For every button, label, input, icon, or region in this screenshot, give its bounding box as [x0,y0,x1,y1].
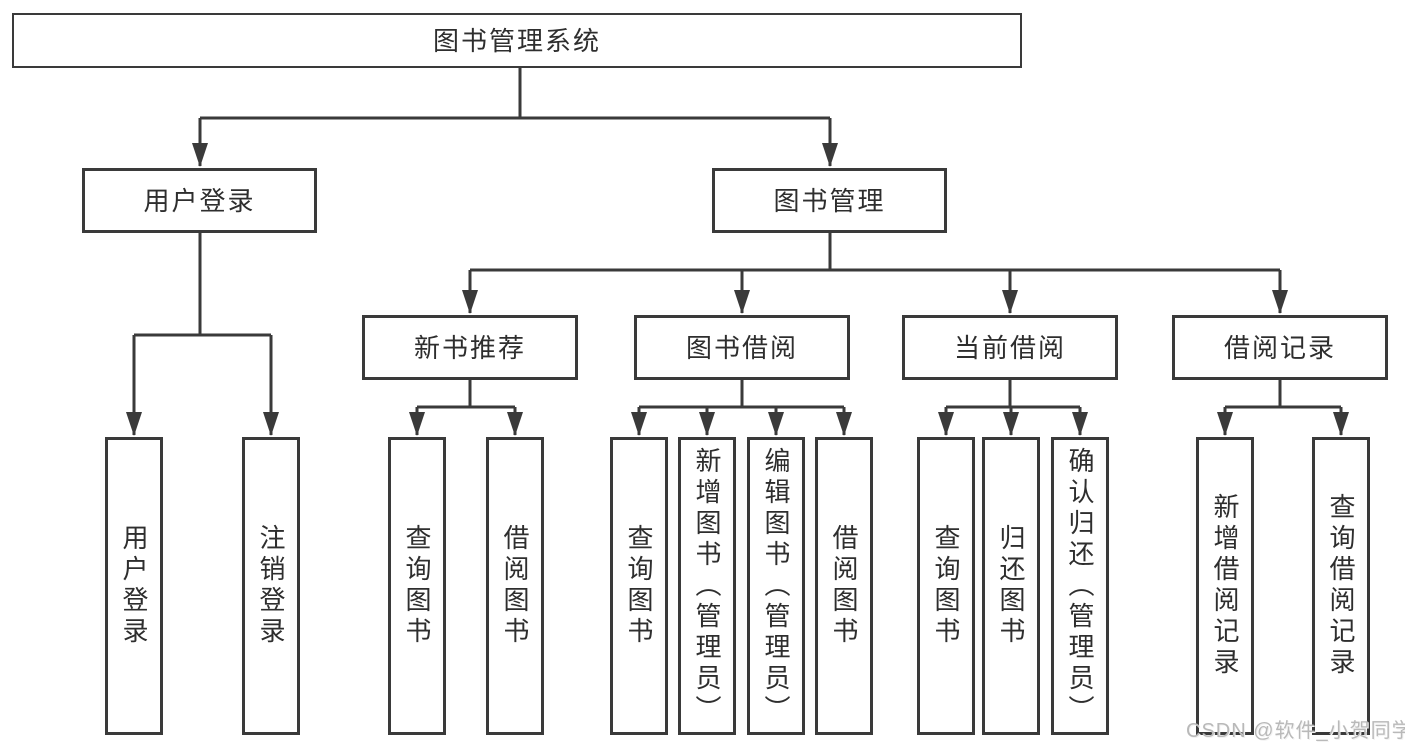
leaf-nb-query-books: 查询图书 [388,437,446,735]
node-user-login: 用户登录 [82,168,317,233]
leaf-bb-query-books-label: 查询图书 [624,524,654,648]
leaf-user-login-label: 用户登录 [119,524,149,648]
edge-login-trunk [134,233,271,337]
leaf-cb-confirm-return-admin: 确认归还（管理员） [1051,437,1109,735]
node-borrow-records-label: 借阅记录 [1223,332,1336,363]
leaf-user-login: 用户登录 [105,437,163,735]
leaf-cb-return-books: 归还图书 [982,437,1040,735]
node-book-borrow: 图书借阅 [634,315,850,380]
edge-records-trunk [1225,380,1341,409]
leaf-cb-query-books: 查询图书 [917,437,975,735]
node-borrow-records: 借阅记录 [1172,315,1388,380]
node-current-borrow: 当前借阅 [902,315,1118,380]
leaf-br-query-record: 查询借阅记录 [1312,437,1370,735]
edge-borrow-trunk [639,380,844,409]
node-new-book-recommend-label: 新书推荐 [413,332,526,363]
csdn-watermark: CSDN @软件_小贺同学 [1186,720,1405,742]
node-book-management-label: 图书管理 [773,185,886,216]
node-root-label: 图书管理系统 [432,25,601,56]
edge-current-trunk [946,380,1080,409]
leaf-bb-add-books-admin-label: 新增图书（管理员） [692,446,722,726]
leaf-cb-confirm-return-admin-label: 确认归还（管理员） [1065,446,1095,726]
leaf-logout: 注销登录 [242,437,300,735]
leaf-br-add-record: 新增借阅记录 [1196,437,1254,735]
leaf-bb-edit-books-admin-label: 编辑图书（管理员） [761,446,791,726]
leaf-nb-borrow-books: 借阅图书 [486,437,544,735]
leaf-cb-query-books-label: 查询图书 [931,524,961,648]
leaf-bb-borrow-books-label: 借阅图书 [829,524,859,648]
leaf-nb-query-books-label: 查询图书 [402,524,432,648]
node-book-management: 图书管理 [712,168,947,233]
edge-newbook-trunk [417,380,515,409]
leaf-bb-edit-books-admin: 编辑图书（管理员） [747,437,805,735]
leaf-bb-query-books: 查询图书 [610,437,668,735]
leaf-nb-borrow-books-label: 借阅图书 [500,524,530,648]
leaf-cb-return-books-label: 归还图书 [996,524,1026,648]
node-new-book-recommend: 新书推荐 [362,315,578,380]
leaf-br-query-record-label: 查询借阅记录 [1326,493,1356,679]
leaf-bb-borrow-books: 借阅图书 [815,437,873,735]
edge-mgmt-trunk [470,233,1280,272]
leaf-logout-label: 注销登录 [256,524,286,648]
node-root: 图书管理系统 [12,13,1022,68]
node-book-borrow-label: 图书借阅 [685,332,798,363]
edge-root-trunk [200,68,830,120]
leaf-br-add-record-label: 新增借阅记录 [1210,493,1240,679]
leaf-bb-add-books-admin: 新增图书（管理员） [678,437,736,735]
node-user-login-label: 用户登录 [143,185,256,216]
node-current-borrow-label: 当前借阅 [953,332,1066,363]
